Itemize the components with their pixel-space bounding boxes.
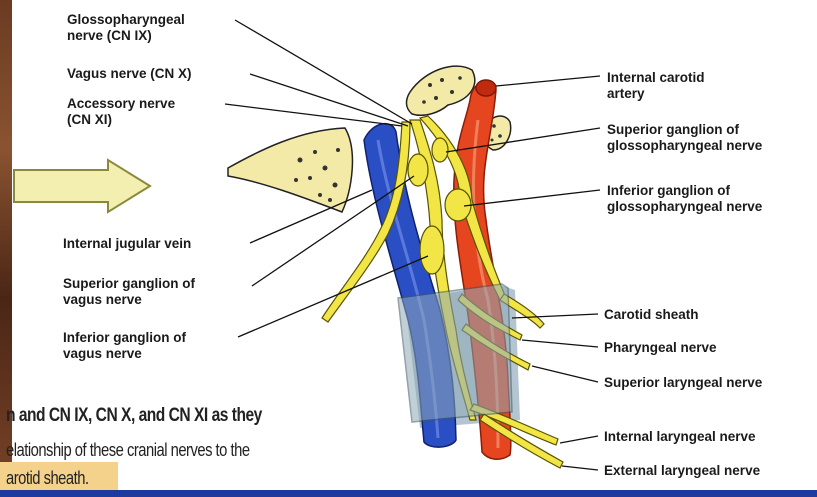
inferior-ganglion-vagus: [420, 226, 444, 274]
label-line: Accessory nerve: [67, 96, 175, 112]
artery-lumen: [476, 80, 496, 96]
skull-bone-left: [228, 128, 352, 212]
label-glossopharyngeal-nerve: Glossopharyngeal nerve (CN IX): [67, 12, 185, 44]
label-line: glossopharyngeal nerve: [607, 199, 762, 215]
bone-fragment-top: [406, 66, 474, 115]
caption-line-2: elationship of these cranial nerves to t…: [6, 440, 250, 461]
superior-ganglion-vagus: [408, 154, 428, 186]
label-line: Inferior ganglion of: [607, 183, 762, 199]
label-line: (CN XI): [67, 112, 175, 128]
label-line: Superior ganglion of: [63, 276, 195, 292]
label-vagus-nerve: Vagus nerve (CN X): [67, 66, 192, 82]
label-line: Internal jugular vein: [63, 236, 191, 252]
label-line: artery: [607, 86, 705, 102]
label-carotid-sheath: Carotid sheath: [604, 307, 699, 323]
label-superior-laryngeal-nerve: Superior laryngeal nerve: [604, 375, 762, 391]
label-inferior-ganglion-vagus: Inferior ganglion of vagus nerve: [63, 330, 186, 362]
label-line: External laryngeal nerve: [604, 463, 760, 479]
label-line: Superior ganglion of: [607, 122, 762, 138]
caption-line-3: arotid sheath.: [6, 468, 89, 489]
label-line: glossopharyngeal nerve: [607, 138, 762, 154]
label-internal-jugular-vein: Internal jugular vein: [63, 236, 191, 252]
label-internal-carotid-artery: Internal carotid artery: [607, 70, 705, 102]
label-line: Pharyngeal nerve: [604, 340, 717, 356]
pointer-arrow: [14, 160, 150, 212]
label-line: nerve (CN IX): [67, 28, 185, 44]
label-external-laryngeal-nerve: External laryngeal nerve: [604, 463, 760, 479]
label-superior-ganglion-glosso: Superior ganglion of glossopharyngeal ne…: [607, 122, 762, 154]
label-line: Internal carotid: [607, 70, 705, 86]
label-inferior-ganglion-glosso: Inferior ganglion of glossopharyngeal ne…: [607, 183, 762, 215]
label-line: Inferior ganglion of: [63, 330, 186, 346]
label-superior-ganglion-vagus: Superior ganglion of vagus nerve: [63, 276, 195, 308]
superior-ganglion-glosso: [432, 138, 448, 162]
label-line: Vagus nerve (CN X): [67, 66, 192, 82]
label-pharyngeal-nerve: Pharyngeal nerve: [604, 340, 717, 356]
label-internal-laryngeal-nerve: Internal laryngeal nerve: [604, 429, 756, 445]
label-line: vagus nerve: [63, 346, 186, 362]
carotid-sheath-front: [398, 284, 512, 422]
label-line: vagus nerve: [63, 292, 195, 308]
label-line: Internal laryngeal nerve: [604, 429, 756, 445]
label-line: Superior laryngeal nerve: [604, 375, 762, 391]
caption-line-1: n and CN IX, CN X, and CN XI as they: [6, 405, 262, 427]
bottom-bar: [0, 490, 817, 497]
label-accessory-nerve: Accessory nerve (CN XI): [67, 96, 175, 128]
label-line: Glossopharyngeal: [67, 12, 185, 28]
label-line: Carotid sheath: [604, 307, 699, 323]
